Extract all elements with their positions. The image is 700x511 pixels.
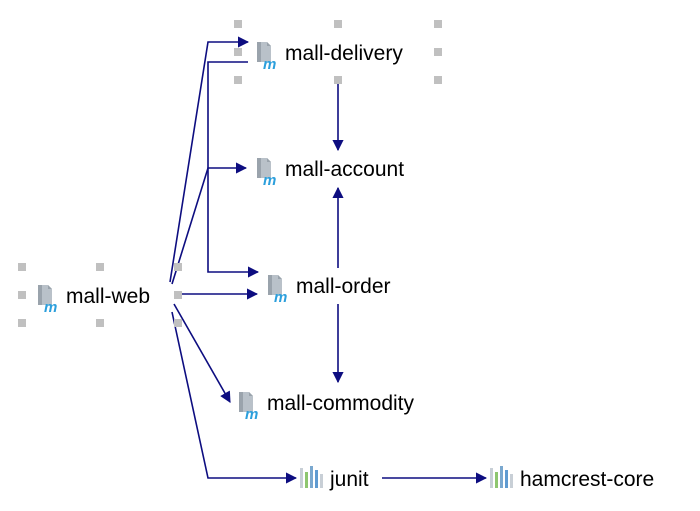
maven-module-icon: m <box>38 285 57 316</box>
node-mall-order[interactable]: m mall-order <box>268 275 391 306</box>
maven-module-icon: m <box>257 158 276 189</box>
selection-handles-mall-delivery[interactable] <box>234 20 442 84</box>
edge-mall-web-to-junit <box>171 311 298 484</box>
svg-text:m: m <box>274 289 287 306</box>
maven-module-icon: m <box>268 275 287 306</box>
edge-mall-web-to-mall-account <box>171 162 248 285</box>
svg-text:m: m <box>263 172 276 189</box>
svg-text:m: m <box>44 299 57 316</box>
node-label: mall-account <box>285 158 404 181</box>
node-junit[interactable]: junit <box>300 466 369 491</box>
library-icon <box>490 466 513 488</box>
edge-mall-web-to-mall-commodity <box>173 303 231 403</box>
edges-layer <box>169 36 488 484</box>
node-label: mall-web <box>66 285 150 308</box>
maven-module-icon: m <box>239 392 258 423</box>
node-label: mall-delivery <box>285 42 403 65</box>
node-mall-commodity[interactable]: m mall-commodity <box>239 392 415 423</box>
node-mall-account[interactable]: m mall-account <box>257 158 404 189</box>
node-label: mall-commodity <box>267 392 415 415</box>
library-icon <box>300 466 323 488</box>
edge-mall-web-to-mall-delivery <box>169 36 250 283</box>
edge-mall-web-to-mall-delivery-return <box>207 61 260 278</box>
node-mall-web[interactable]: m mall-web <box>38 285 150 316</box>
svg-text:m: m <box>263 56 276 73</box>
svg-text:m: m <box>245 406 258 423</box>
node-label: hamcrest-core <box>520 468 654 491</box>
maven-module-icon: m <box>257 42 276 73</box>
node-hamcrest-core[interactable]: hamcrest-core <box>490 466 654 491</box>
node-label: junit <box>329 468 369 491</box>
node-mall-delivery[interactable]: m mall-delivery <box>257 42 403 73</box>
node-label: mall-order <box>296 275 391 298</box>
selection-handles-mall-web[interactable] <box>18 263 182 327</box>
